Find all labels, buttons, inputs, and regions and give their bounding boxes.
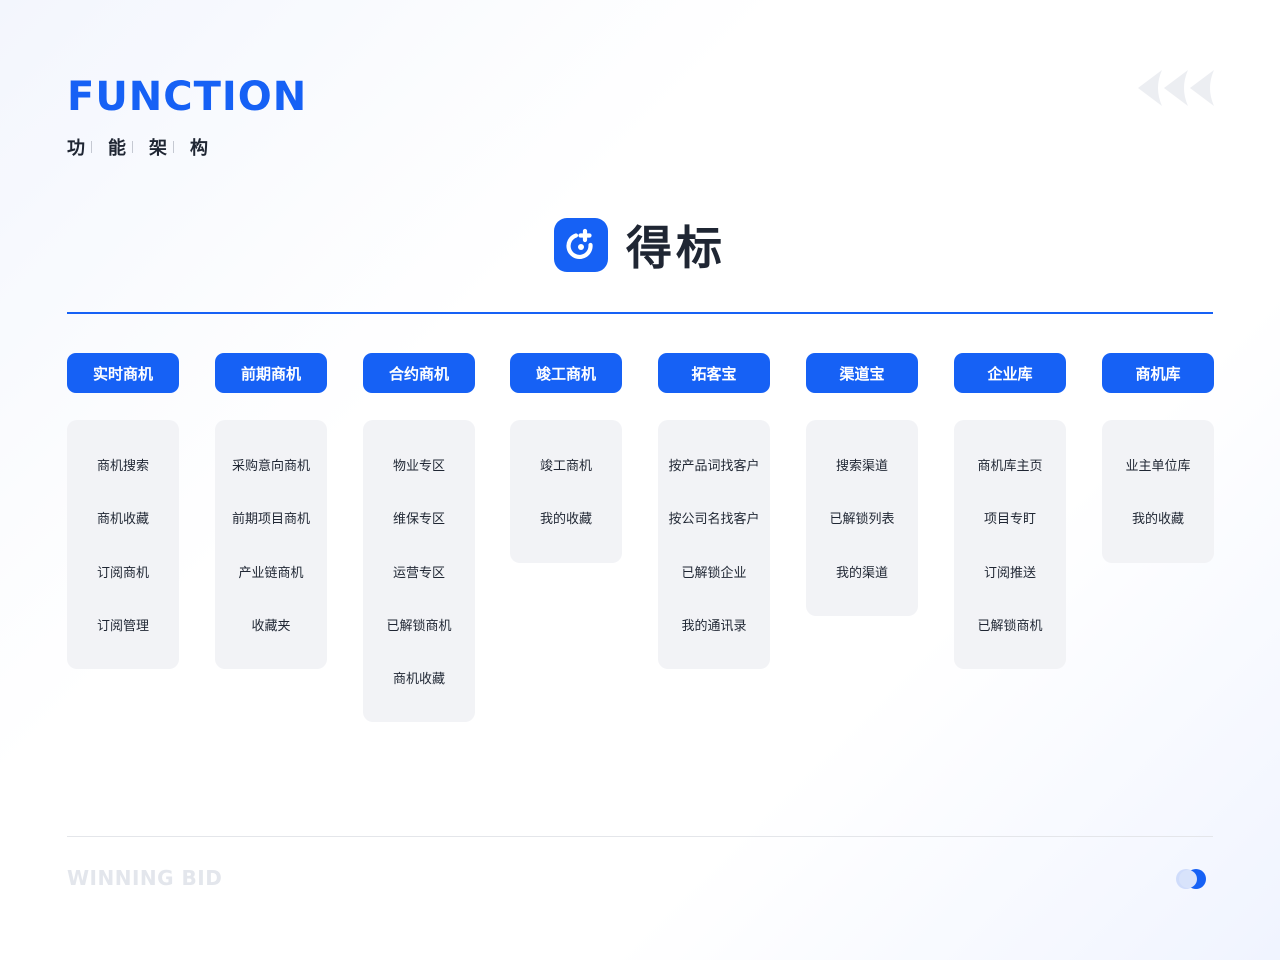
function-column: 合约商机物业专区维保专区运营专区已解锁商机商机收藏 [363, 353, 475, 723]
function-column: 前期商机采购意向商机前期项目商机产业链商机收藏夹 [215, 353, 327, 670]
column-item[interactable]: 商机库主页 [977, 459, 1043, 475]
subtitle-separator [132, 141, 133, 153]
column-header-button[interactable]: 竣工商机 [510, 353, 622, 393]
page-subtitle: 功 能 架 构 [67, 134, 214, 160]
column-item-list: 搜索渠道已解锁列表我的渠道 [806, 420, 918, 616]
subtitle-char: 功 [67, 138, 85, 159]
footer-text: WINNING BID [67, 866, 223, 890]
column-item-list: 商机搜索商机收藏订阅商机订阅管理 [67, 420, 179, 670]
column-item-list: 物业专区维保专区运营专区已解锁商机商机收藏 [363, 420, 475, 723]
subtitle-separator [91, 141, 92, 153]
column-item[interactable]: 我的通讯录 [681, 619, 747, 635]
function-column: 渠道宝搜索渠道已解锁列表我的渠道 [806, 353, 918, 616]
column-item[interactable]: 物业专区 [392, 459, 445, 475]
triple-chevron-left-icon [1138, 70, 1214, 106]
column-item[interactable]: 前期项目商机 [231, 512, 310, 528]
column-item-list: 商机库主页项目专盯订阅推送已解锁商机 [954, 420, 1066, 670]
column-item[interactable]: 已解锁商机 [977, 619, 1043, 635]
power-refresh-icon [554, 218, 608, 272]
column-item[interactable]: 按产品词找客户 [668, 459, 760, 475]
column-item[interactable]: 已解锁列表 [829, 512, 895, 528]
column-item[interactable]: 产业链商机 [238, 565, 304, 581]
brand-block: 得标 [0, 212, 1280, 278]
column-header-button[interactable]: 商机库 [1102, 353, 1214, 393]
subtitle-char: 架 [149, 138, 167, 159]
column-header-button[interactable]: 企业库 [954, 353, 1066, 393]
column-item[interactable]: 搜索渠道 [835, 459, 888, 475]
column-item[interactable]: 我的渠道 [835, 565, 888, 581]
column-item-list: 业主单位库我的收藏 [1102, 420, 1214, 563]
column-item[interactable]: 我的收藏 [1131, 512, 1184, 528]
column-item[interactable]: 项目专盯 [983, 512, 1036, 528]
column-item[interactable]: 商机收藏 [96, 512, 149, 528]
column-item[interactable]: 维保专区 [392, 512, 445, 528]
column-item[interactable]: 竣工商机 [539, 459, 592, 475]
column-item[interactable]: 订阅推送 [983, 565, 1036, 581]
subtitle-char: 能 [108, 138, 126, 159]
column-item-list: 采购意向商机前期项目商机产业链商机收藏夹 [215, 420, 327, 670]
page-title: FUNCTION [67, 74, 308, 120]
column-header-button[interactable]: 前期商机 [215, 353, 327, 393]
column-item[interactable]: 商机搜索 [96, 459, 149, 475]
column-item[interactable]: 商机收藏 [392, 672, 445, 688]
column-item[interactable]: 订阅管理 [96, 619, 149, 635]
function-column: 企业库商机库主页项目专盯订阅推送已解锁商机 [954, 353, 1066, 670]
column-item[interactable]: 订阅商机 [96, 565, 149, 581]
column-item[interactable]: 收藏夹 [251, 619, 291, 635]
column-item[interactable]: 业主单位库 [1125, 459, 1191, 475]
function-column: 实时商机商机搜索商机收藏订阅商机订阅管理 [67, 353, 179, 670]
column-item[interactable]: 已解锁企业 [681, 565, 747, 581]
column-item[interactable]: 按公司名找客户 [668, 512, 760, 528]
column-item-list: 竣工商机我的收藏 [510, 420, 622, 563]
function-column: 竣工商机竣工商机我的收藏 [510, 353, 622, 563]
subtitle-separator [173, 141, 174, 153]
brand-name: 得标 [626, 221, 726, 275]
column-item-list: 按产品词找客户按公司名找客户已解锁企业我的通讯录 [658, 420, 770, 670]
function-column: 商机库业主单位库我的收藏 [1102, 353, 1214, 563]
column-header-button[interactable]: 渠道宝 [806, 353, 918, 393]
column-header-button[interactable]: 实时商机 [67, 353, 179, 393]
subtitle-char: 构 [190, 138, 208, 159]
column-item[interactable]: 运营专区 [392, 565, 445, 581]
column-item[interactable]: 已解锁商机 [386, 619, 452, 635]
column-header-button[interactable]: 合约商机 [363, 353, 475, 393]
column-header-button[interactable]: 拓客宝 [658, 353, 770, 393]
function-column: 拓客宝按产品词找客户按公司名找客户已解锁企业我的通讯录 [658, 353, 770, 670]
toggle-icon[interactable] [1174, 866, 1214, 892]
column-item[interactable]: 采购意向商机 [231, 459, 310, 475]
footer-divider [67, 836, 1213, 837]
header-divider [67, 312, 1213, 314]
column-item[interactable]: 我的收藏 [539, 512, 592, 528]
